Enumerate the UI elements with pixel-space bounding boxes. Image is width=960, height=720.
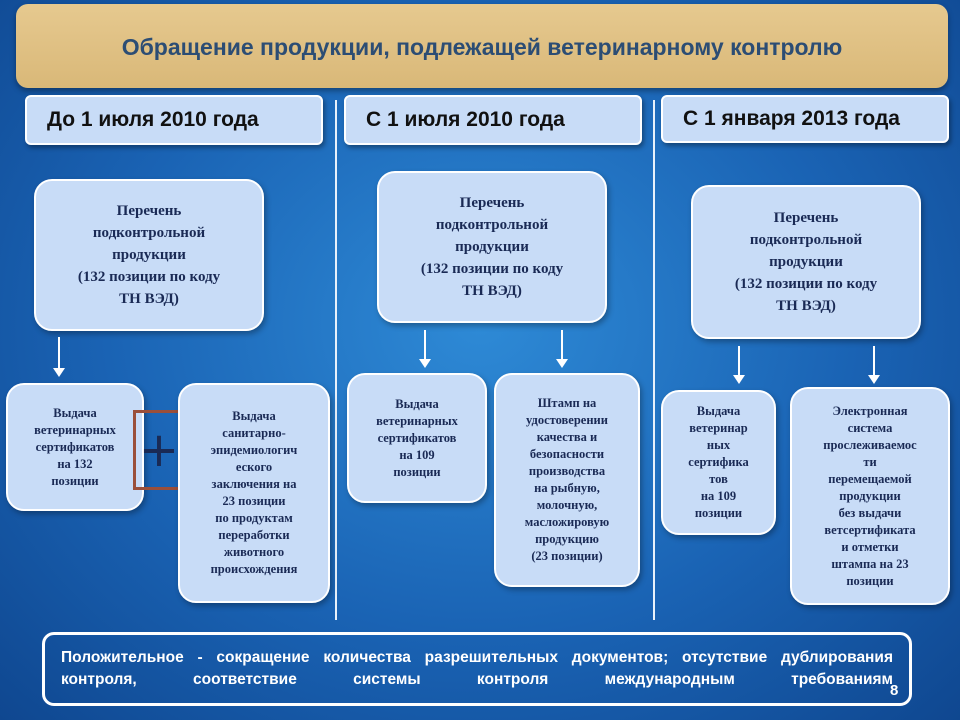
sanitary-conclusion-box: Выдача санитарно- эпидемиологич еского з…: [178, 383, 330, 603]
product-list-box: Перечень подконтрольной продукции (132 п…: [377, 171, 607, 323]
electronic-tracking-box: Электронная система прослеживаемос ти пе…: [790, 387, 950, 605]
conclusion-banner: Положительное - сокращение количества ра…: [42, 632, 912, 706]
product-list-box: Перечень подконтрольной продукции (132 п…: [691, 185, 921, 339]
vet-certificate-box: Выдача ветеринарных сертификатов на 109 …: [347, 373, 487, 503]
down-arrow-icon: [733, 346, 745, 384]
down-arrow-icon: [868, 346, 880, 384]
column-header-before-2010: До 1 июля 2010 года: [25, 95, 323, 145]
column-divider: [335, 100, 337, 620]
column-header-july-2010: С 1 июля 2010 года: [344, 95, 642, 145]
page-number: 8: [890, 682, 899, 699]
column-header-january-2013: С 1 января 2013 года: [661, 95, 949, 143]
down-arrow-icon: [419, 330, 431, 368]
down-arrow-icon: [53, 337, 65, 377]
vet-certificate-box: Выдача ветеринар ных сертифика тов на 10…: [661, 390, 776, 535]
title-banner: Обращение продукции, подлежащей ветерина…: [16, 4, 948, 88]
quality-stamp-box: Штамп на удостоверении качества и безопа…: [494, 373, 640, 587]
down-arrow-icon: [556, 330, 568, 368]
product-list-box: Перечень подконтрольной продукции (132 п…: [34, 179, 264, 331]
vet-certificate-box: Выдача ветеринарных сертификатов на 132 …: [6, 383, 144, 511]
page-title: Обращение продукции, подлежащей ветерина…: [121, 34, 843, 60]
plus-icon: +: [138, 422, 180, 478]
column-divider: [653, 100, 655, 620]
